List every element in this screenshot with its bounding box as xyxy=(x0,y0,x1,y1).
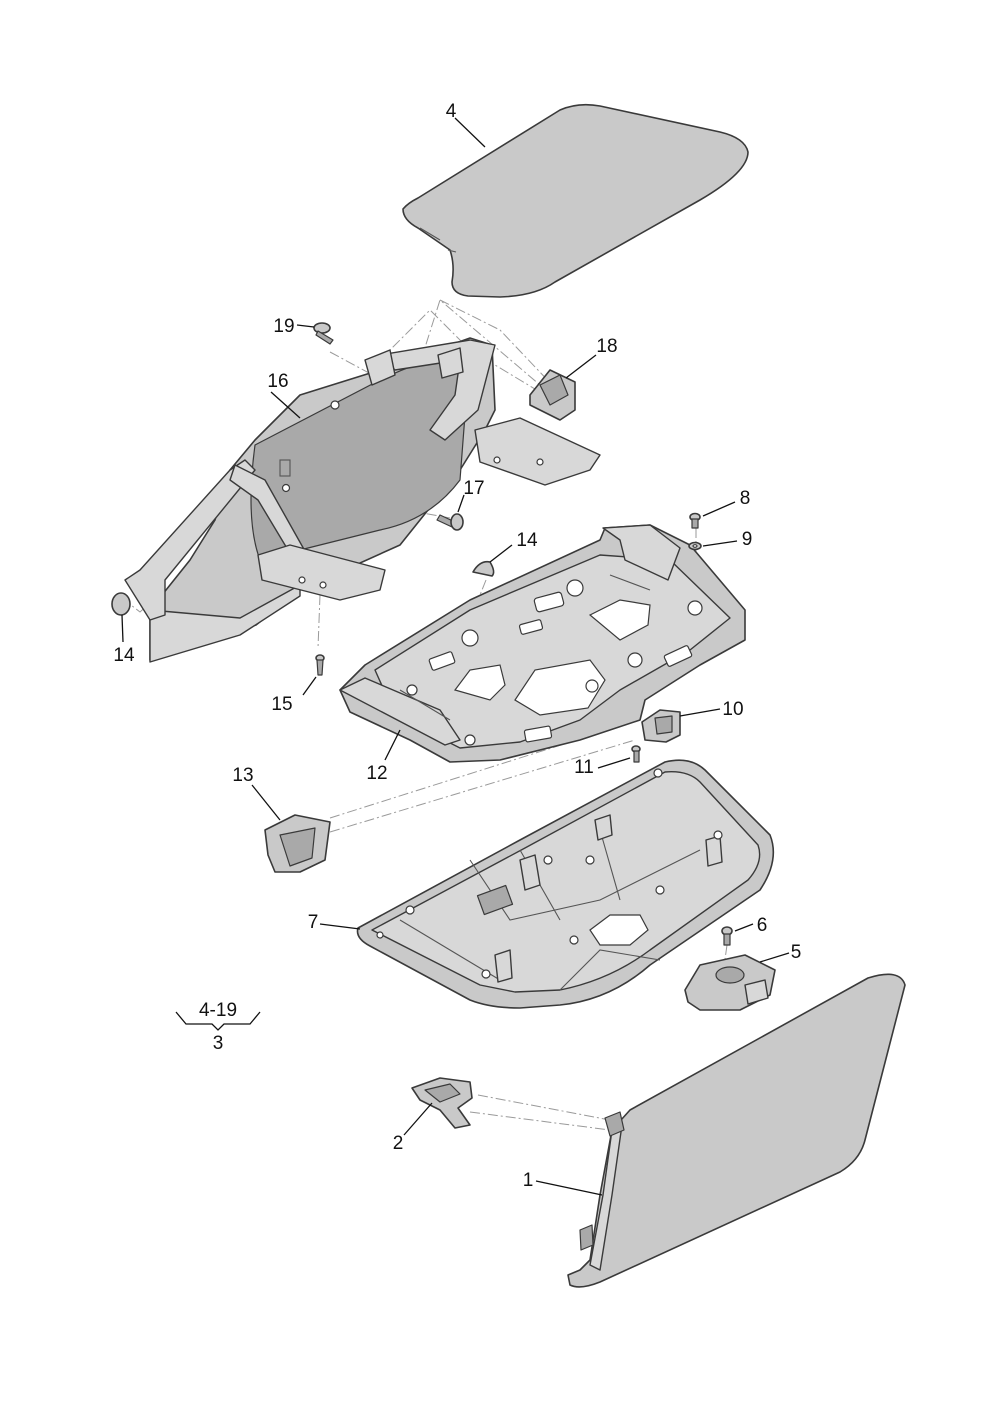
callout-17: 17 xyxy=(463,478,484,499)
callout-5: 5 xyxy=(791,942,802,963)
part-8-screw xyxy=(689,512,701,529)
callout-11: 11 xyxy=(574,757,594,778)
callout-labels: 4 19 18 16 17 8 9 14 14 15 10 12 11 13 7… xyxy=(113,101,801,1191)
part-4-lid-panel xyxy=(402,103,749,298)
callout-7: 7 xyxy=(308,912,319,933)
part-2-spring-clip xyxy=(411,1077,473,1129)
callout-18: 18 xyxy=(596,336,617,357)
part-1-lid xyxy=(567,973,906,1288)
callout-10: 10 xyxy=(722,699,743,720)
part-6-screw xyxy=(721,926,733,946)
assembly-parent-label: 3 xyxy=(213,1033,224,1054)
leader-lines xyxy=(121,117,790,1196)
part-14-cap-left xyxy=(111,592,131,616)
callout-14-left: 14 xyxy=(113,645,135,666)
part-9-washer xyxy=(688,541,702,551)
callout-19: 19 xyxy=(273,316,294,337)
callout-9: 9 xyxy=(742,529,753,550)
callout-16: 16 xyxy=(267,371,288,392)
callout-13: 13 xyxy=(232,765,253,786)
part-11-screw xyxy=(631,745,641,763)
assembly-bracket xyxy=(175,1011,261,1031)
callout-14-right: 14 xyxy=(516,530,538,551)
part-16-bin xyxy=(124,337,601,663)
part-5-lock xyxy=(684,954,776,1011)
callout-1: 1 xyxy=(523,1170,534,1191)
part-12-carrier-frame xyxy=(339,524,746,763)
part-17-screw xyxy=(436,513,464,531)
callout-12: 12 xyxy=(366,763,387,784)
callout-15: 15 xyxy=(271,694,292,715)
part-18-hinge xyxy=(529,369,576,421)
callout-2: 2 xyxy=(393,1133,404,1154)
part-15-screw xyxy=(315,654,325,676)
assembly-range-label: 4-19 xyxy=(199,1000,237,1021)
part-13-clip xyxy=(264,814,331,873)
callout-4: 4 xyxy=(446,101,457,122)
callout-8: 8 xyxy=(740,488,751,509)
part-14-cap-right xyxy=(472,560,495,577)
assembly-bracket-note: 4-19 3 xyxy=(175,1000,261,1054)
part-7-housing xyxy=(356,759,775,1009)
part-19-screw xyxy=(313,322,334,345)
callout-6: 6 xyxy=(757,915,768,936)
part-10-latch xyxy=(641,709,681,743)
